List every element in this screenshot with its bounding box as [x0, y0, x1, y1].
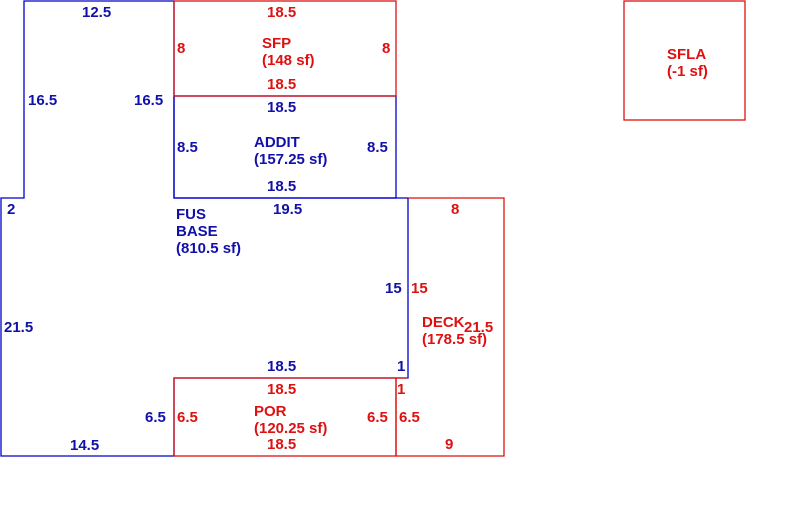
dim-deck-lower-left: 6.5	[399, 409, 420, 426]
por-outline	[173, 377, 397, 457]
sfp-name: SFP	[262, 35, 291, 52]
dim-left-lower: 21.5	[4, 319, 33, 336]
dim-addit-right: 8.5	[367, 139, 388, 156]
dim-deck-step: 1	[397, 381, 405, 398]
dim-left-upper-outer: 16.5	[28, 92, 57, 109]
dim-por-left: 6.5	[177, 409, 198, 426]
dim-sfp-right: 8	[382, 40, 390, 57]
dim-deck-left: 15	[411, 280, 428, 297]
deck-outline	[395, 197, 505, 457]
dim-inner-step: 6.5	[145, 409, 166, 426]
fus-area: (810.5 sf)	[176, 240, 241, 257]
sfla-area: (-1 sf)	[667, 63, 708, 80]
dim-deck-bottom: 9	[445, 436, 453, 453]
dim-deck-right: 21.5	[464, 319, 493, 336]
por-area: (120.25 sf)	[254, 420, 327, 437]
sfla-outline	[623, 0, 746, 121]
addit-area: (157.25 sf)	[254, 151, 327, 168]
dim-left-step: 2	[7, 201, 15, 218]
fus-name-line1: FUS	[176, 206, 206, 223]
dim-fus-step: 1	[397, 358, 405, 375]
fus-name-line2: BASE	[176, 223, 218, 240]
dim-por-right: 6.5	[367, 409, 388, 426]
dim-sfp-left: 8	[177, 40, 185, 57]
addit-name: ADDIT	[254, 134, 300, 151]
dim-bottom-left: 14.5	[70, 437, 99, 454]
dim-top-left-width: 12.5	[82, 4, 111, 21]
dim-left-upper-inner: 16.5	[134, 92, 163, 109]
dim-addit-bottom: 18.5	[267, 178, 296, 195]
dim-sfp-top: 18.5	[267, 4, 296, 21]
dim-sfp-bottom: 18.5	[267, 76, 296, 93]
deck-name: DECK	[422, 314, 465, 331]
dim-addit-top: 18.5	[267, 99, 296, 116]
dim-deck-top: 8	[451, 201, 459, 218]
dim-fus-top: 19.5	[273, 201, 302, 218]
deck-area: (178.5 sf)	[422, 331, 487, 348]
dim-por-bottom: 18.5	[267, 436, 296, 453]
por-name: POR	[254, 403, 287, 420]
sfp-area: (148 sf)	[262, 52, 315, 69]
dim-por-top: 18.5	[267, 381, 296, 398]
dim-fus-right: 15	[385, 280, 402, 297]
sfp-outline	[173, 0, 397, 97]
sfla-name: SFLA	[667, 46, 706, 63]
dim-addit-left: 8.5	[177, 139, 198, 156]
dim-fus-bottom: 18.5	[267, 358, 296, 375]
